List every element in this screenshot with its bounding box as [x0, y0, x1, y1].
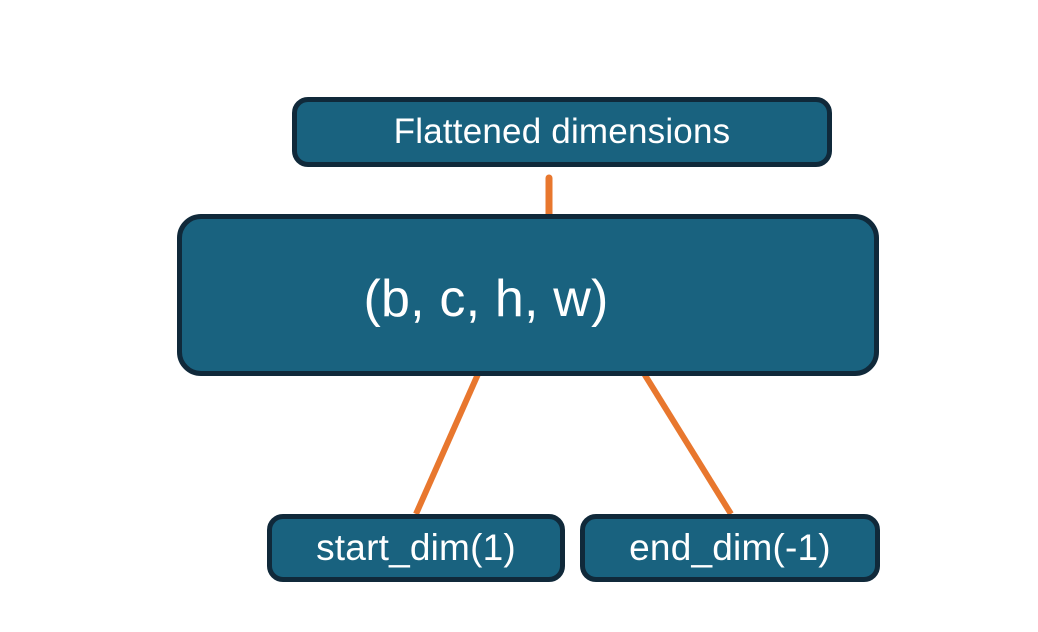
node-start-dim-label: start_dim(1)	[316, 526, 516, 568]
node-start-dim[interactable]: start_dim(1)	[267, 514, 565, 582]
node-tensor-shape[interactable]: (b, c, h, w)	[177, 214, 879, 376]
node-flattened-dimensions-label: Flattened dimensions	[393, 111, 731, 151]
node-end-dim-label: end_dim(-1)	[629, 526, 831, 568]
node-tensor-shape-label: (b, c, h, w)	[363, 269, 609, 328]
node-end-dim[interactable]: end_dim(-1)	[580, 514, 880, 582]
node-flattened-dimensions[interactable]: Flattened dimensions	[292, 97, 832, 167]
